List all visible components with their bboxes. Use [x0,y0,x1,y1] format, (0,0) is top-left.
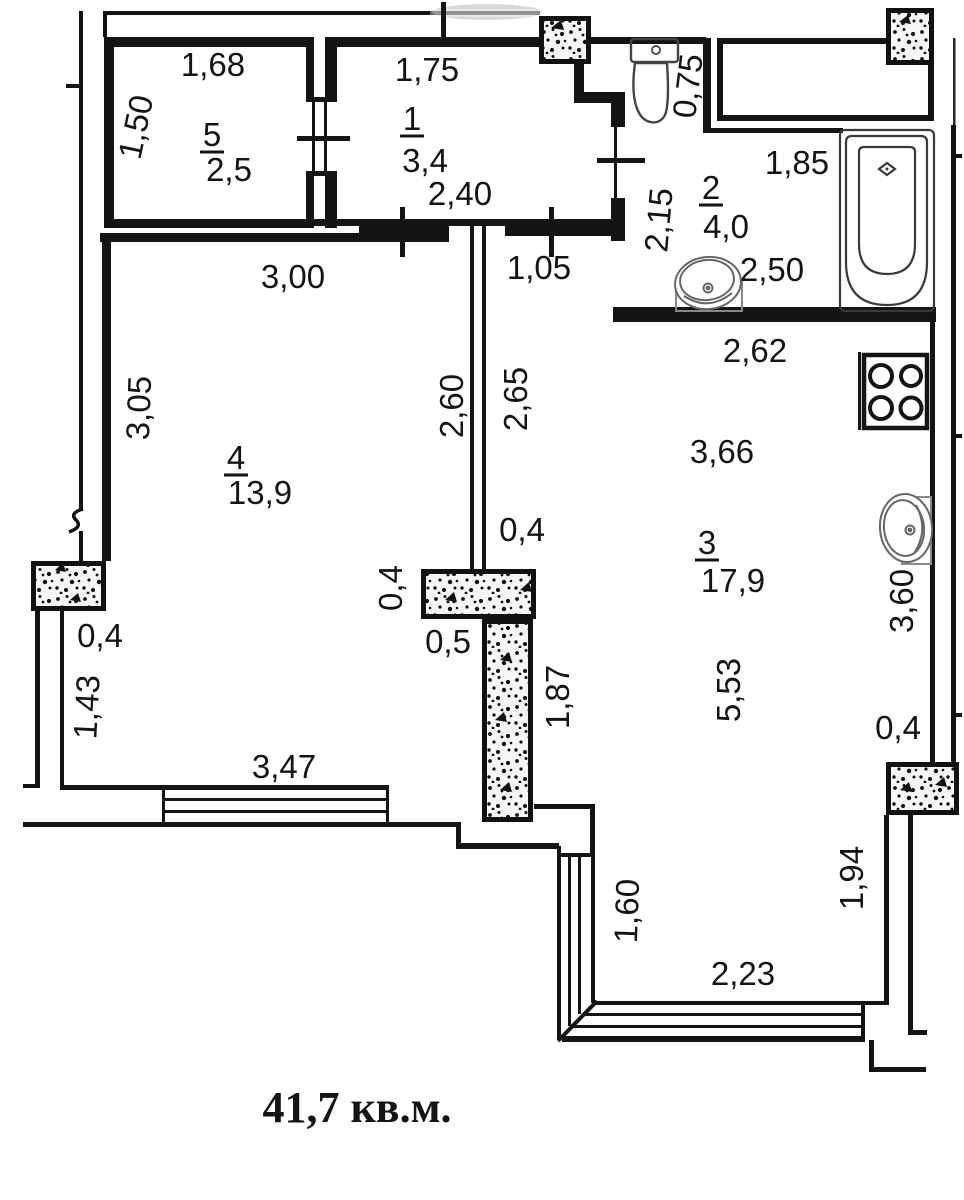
svg-text:5,53: 5,53 [710,658,747,722]
svg-text:1,75: 1,75 [395,51,459,88]
svg-text:1,05: 1,05 [507,249,571,286]
svg-text:2,15: 2,15 [637,186,679,253]
svg-text:1,85: 1,85 [765,144,829,181]
svg-text:2,23: 2,23 [711,955,775,992]
svg-text:2,65: 2,65 [497,367,534,431]
svg-text:0,75: 0,75 [665,52,710,120]
svg-text:4,0: 4,0 [703,208,749,245]
svg-text:0,5: 0,5 [425,623,471,660]
svg-text:3,4: 3,4 [402,142,448,179]
svg-text:0,4: 0,4 [77,617,123,654]
svg-text:1: 1 [403,100,421,137]
svg-text:13,9: 13,9 [228,474,292,511]
svg-text:3,66: 3,66 [690,433,754,470]
svg-text:2,50: 2,50 [740,251,804,288]
svg-text:4: 4 [227,439,245,476]
svg-text:3: 3 [698,524,716,561]
svg-text:3,05: 3,05 [119,375,158,440]
svg-text:0,4: 0,4 [372,565,409,611]
svg-text:0,4: 0,4 [499,511,545,548]
svg-text:17,9: 17,9 [701,562,765,599]
svg-text:2,62: 2,62 [723,332,787,369]
svg-text:3,60: 3,60 [883,569,920,633]
svg-text:0,4: 0,4 [875,709,921,746]
svg-text:2,40: 2,40 [428,175,492,212]
svg-text:1,94: 1,94 [833,846,870,910]
svg-text:1,60: 1,60 [607,878,646,943]
svg-text:41,7 кв.м.: 41,7 кв.м. [262,1083,451,1132]
svg-text:2,60: 2,60 [433,374,470,438]
svg-text:3,00: 3,00 [261,258,325,295]
svg-text:1,43: 1,43 [66,674,106,740]
svg-text:3,47: 3,47 [252,748,316,785]
svg-text:1,87: 1,87 [539,665,576,729]
svg-text:1,68: 1,68 [181,46,245,83]
svg-text:5: 5 [203,116,221,153]
svg-text:2: 2 [702,169,720,206]
svg-text:2,5: 2,5 [206,151,252,188]
